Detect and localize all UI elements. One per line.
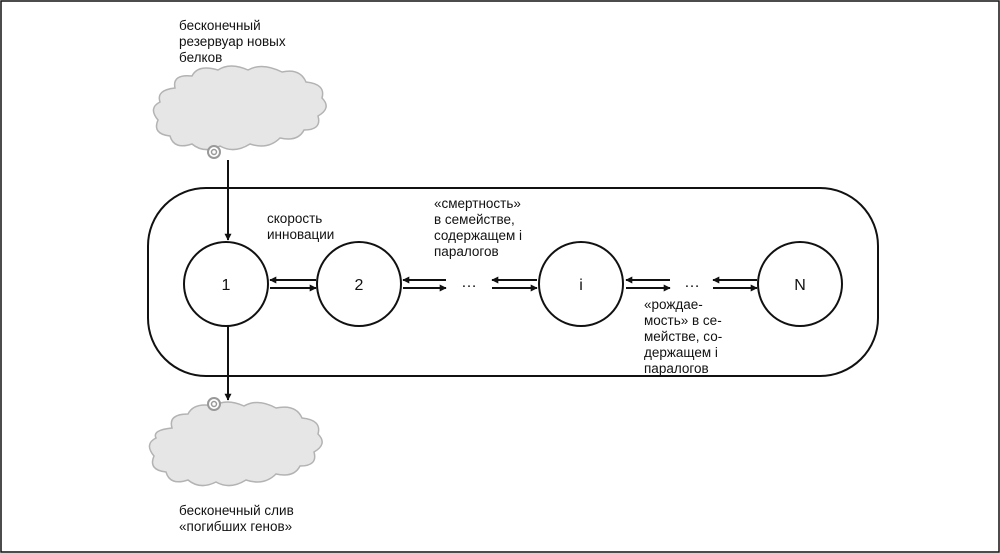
source-cloud-icon <box>152 65 327 159</box>
node-n: N <box>757 241 843 327</box>
birth-rate-label: «рождае- мость» в се- мействе, со- держа… <box>644 297 723 376</box>
innovation-rate-label: скорость инновации <box>267 211 335 242</box>
node-1-label: 1 <box>222 277 231 294</box>
sink-cloud-icon <box>148 397 323 487</box>
arrows-2-dots <box>402 276 447 292</box>
ellipsis-right: … <box>684 274 700 291</box>
arrows-i-dots <box>625 276 671 292</box>
source-label: бесконечный резервуар новых белков <box>179 18 286 65</box>
node-i-label: i <box>579 277 583 294</box>
arrows-1-2 <box>269 276 317 292</box>
node-2: 2 <box>316 241 402 327</box>
death-rate-label: «смертность» в семействе, содержащем i п… <box>434 196 523 259</box>
ellipsis-left: … <box>461 274 477 291</box>
sink-label: бесконечный слив «погибших генов» <box>179 503 294 534</box>
arrows-dots-n <box>712 276 758 292</box>
arrows-dots-i <box>491 276 538 292</box>
node-n-label: N <box>794 277 806 294</box>
node-i: i <box>538 241 624 327</box>
family-container <box>147 187 879 377</box>
node-1: 1 <box>183 241 269 327</box>
node-2-label: 2 <box>355 277 364 294</box>
